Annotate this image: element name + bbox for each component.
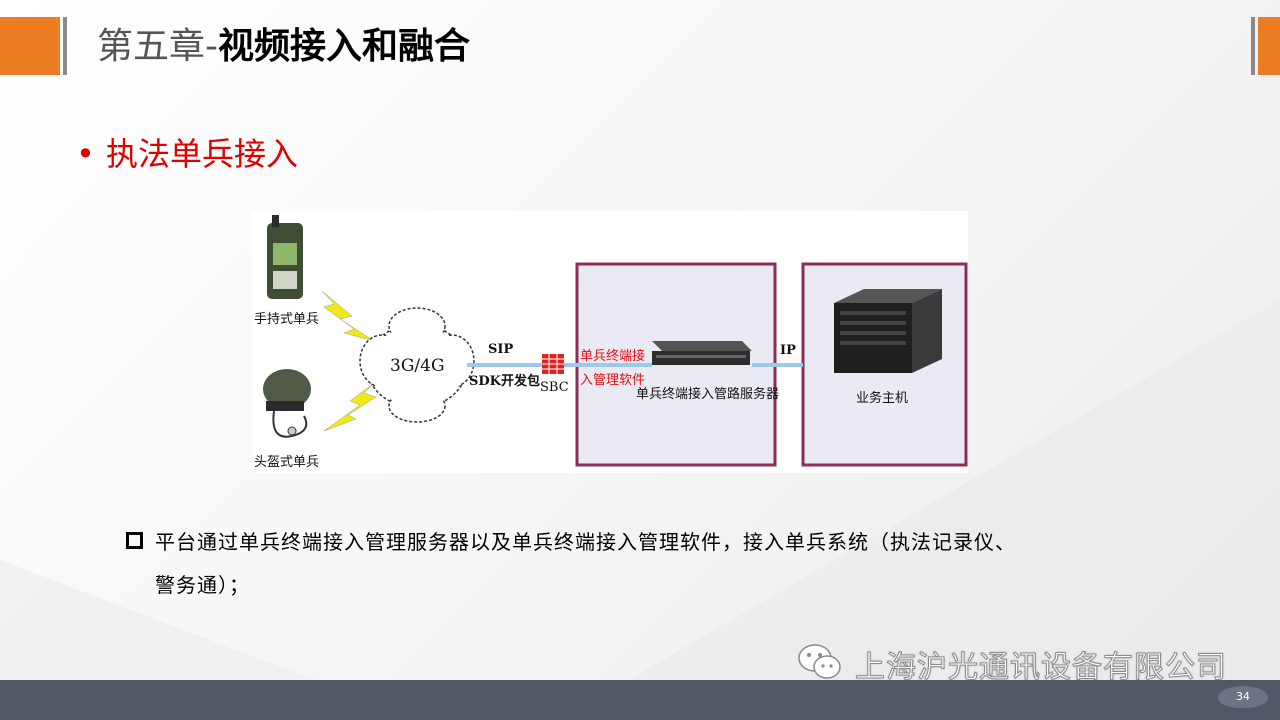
host-label: 业务主机 xyxy=(856,387,908,406)
page-number: 34 xyxy=(1218,686,1268,708)
handheld-device-icon xyxy=(267,215,303,299)
title-main: 视频接入和融合 xyxy=(218,26,470,67)
cloud-label: 3G/4G xyxy=(390,356,445,376)
software-label-line1: 单兵终端接 xyxy=(580,345,645,364)
lightning-icon-top xyxy=(322,291,374,341)
helmet-label: 头盔式单兵 xyxy=(254,451,319,470)
bullet-heading: •执法单兵接入 xyxy=(76,132,298,176)
sbc-label: SBC xyxy=(540,380,569,395)
header-divider-right xyxy=(1251,17,1255,75)
server-label: 单兵终端接入管路服务器 xyxy=(636,383,779,402)
footer-bar xyxy=(0,680,1280,720)
server-icon xyxy=(652,341,752,365)
sdk-label: SDK开发包 xyxy=(469,370,540,389)
body-text-line2: 警务通）； xyxy=(155,569,250,598)
body-text-line1: 平台通过单兵终端接入管理服务器以及单兵终端接入管理软件，接入单兵系统（执法记录仪… xyxy=(155,526,1016,555)
architecture-diagram: 手持式单兵 头盔式单兵 3G/4G SIP SDK开发包 SBC 单兵终端接 入… xyxy=(252,211,968,473)
header-accent-right xyxy=(1258,17,1280,75)
page-title: 第五章-视频接入和融合 xyxy=(97,22,470,72)
bullet-text: 执法单兵接入 xyxy=(106,135,298,173)
handheld-label: 手持式单兵 xyxy=(254,308,319,327)
host-rack-icon xyxy=(834,289,942,373)
helmet-device-icon xyxy=(263,369,311,437)
sip-label: SIP xyxy=(488,342,513,357)
header-divider-left xyxy=(63,17,67,75)
lightning-icon-bottom xyxy=(324,383,376,431)
header-accent-left xyxy=(0,17,60,75)
wechat-icon xyxy=(797,642,843,682)
title-prefix: 第五章- xyxy=(97,26,218,67)
checkbox-bullet-icon xyxy=(126,532,143,549)
sbc-firewall-icon xyxy=(542,354,564,374)
bullet-dot: • xyxy=(76,132,106,176)
ip-label: IP xyxy=(780,343,796,358)
